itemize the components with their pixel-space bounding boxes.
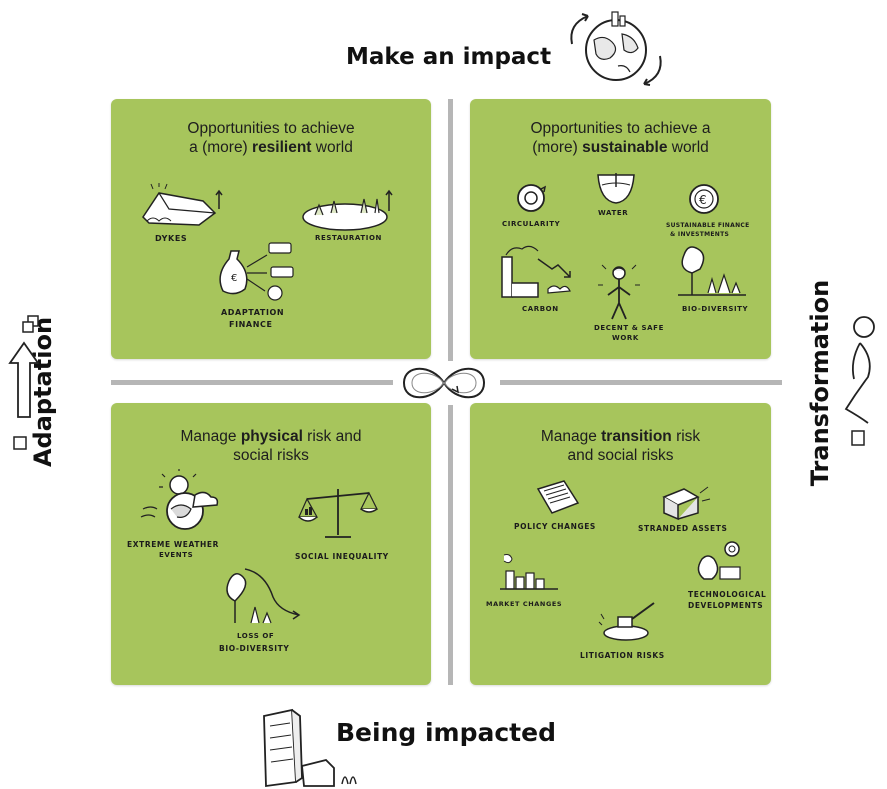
item-label-bio-diversity-loss: Bio-Diversity [219,644,290,653]
item-label-litigation-risks: Litigation Risks [580,651,665,660]
item-label-policy-changes: Policy Changes [514,522,596,531]
title-bold: resilient [252,139,312,156]
axis-label-being-impacted: Being impacted [336,718,556,747]
balance-scale-icon [298,489,378,538]
quadrant-transition-risk: Manage transition risk and social risks … [470,403,771,685]
item-label-loss-of: Loss of [237,632,275,640]
building-icon [263,708,357,788]
horizontal-divider-left [111,380,393,385]
carbon-factory-icon [501,245,571,298]
title-text: (more) [532,139,583,156]
item-label-market-changes: Market Changes [486,600,563,608]
euro-coin-icon: € [689,184,719,214]
title-text: Manage [180,428,241,445]
title-text: risk [671,428,701,445]
vertical-divider-top [448,99,453,361]
stranded-asset-box-icon [662,486,711,521]
circularity-icon [517,184,547,212]
item-label-sustainable-finance: Sustainable Finance [666,222,750,229]
title-line-1: Manage physical risk and [111,427,431,446]
axis-label-make-an-impact: Make an impact [346,44,552,70]
policy-document-icon [536,480,580,514]
transformation-figure-icon [844,316,875,446]
title-bold: physical [240,428,303,445]
money-bag-icon: € [219,242,294,301]
title-line-1: Opportunities to achieve a [530,120,711,137]
item-label-decent-safe: Decent & Safe [594,324,664,332]
item-label-water: Water [598,209,629,217]
quadrant-title: Manage transition risk and social risks [470,427,771,465]
title-line-2: and social risks [567,447,674,464]
title-bold: transition [601,428,672,445]
item-label-social-inequality: Social Inequality [295,552,389,561]
title-text: a (more) [189,139,253,156]
extreme-weather-icon [140,469,219,530]
item-label-developments: Developments [688,601,764,610]
quadrant-sustainable-world: Opportunities to achieve a (more) sustai… [470,99,771,359]
item-label-events: events [159,551,194,559]
horizontal-divider-right [500,380,782,385]
globe-icon [570,11,662,86]
title-line-2: a (more) resilient world [111,138,431,157]
title-text: risk and [302,428,362,445]
quadrant-resilient-world: Opportunities to achieve a (more) resili… [111,99,431,359]
axis-label-transformation: Transformation [806,279,834,487]
item-label-investments: & Investments [670,231,730,238]
item-label-finance: Finance [229,320,273,329]
quadrant-title: Opportunities to achieve a (more) resili… [111,119,431,157]
quadrant-title: Manage physical risk and social risks [111,427,431,465]
loss-biodiversity-icon [226,568,301,624]
title-line-2: (more) sustainable world [470,138,771,157]
market-chart-icon [500,554,558,590]
item-label-circularity: Circularity [502,220,561,228]
gavel-icon [598,602,655,641]
svg-text:€: € [699,193,707,207]
item-label-work: Work [612,334,639,342]
dyke-icon [142,183,223,226]
restoration-landscape-icon [302,189,393,231]
item-label-dykes: Dykes [155,234,188,243]
title-text: world [311,139,353,156]
quadrant-title: Opportunities to achieve a (more) sustai… [470,119,771,157]
upward-arrow-icon [8,315,40,450]
title-text: world [667,139,709,156]
item-label-stranded-assets: Stranded Assets [638,524,728,533]
quadrant-physical-risk: Manage physical risk and social risks Ex… [111,403,431,685]
item-label-adaptation: Adaptation [221,308,285,317]
item-label-technological: Technological [688,590,767,599]
title-line-1: Opportunities to achieve [187,120,355,137]
vertical-divider-bottom [448,405,453,685]
item-label-restauration: Restauration [315,234,382,242]
title-line-2: social risks [233,447,309,464]
item-label-bio-diversity: Bio-Diversity [682,305,749,313]
title-line-1: Manage transition risk [470,427,771,446]
water-glass-icon [597,173,635,204]
item-label-extreme-weather: Extreme Weather [127,540,220,549]
worker-icon [598,264,640,320]
item-label-carbon: Carbon [522,305,559,313]
title-text: Manage [540,428,602,445]
biodiversity-tree-icon [678,246,746,296]
title-bold: sustainable [582,139,668,156]
infinity-loop-icon [402,367,486,399]
technology-lightbulb-icon [697,541,741,580]
svg-text:€: € [231,273,237,284]
